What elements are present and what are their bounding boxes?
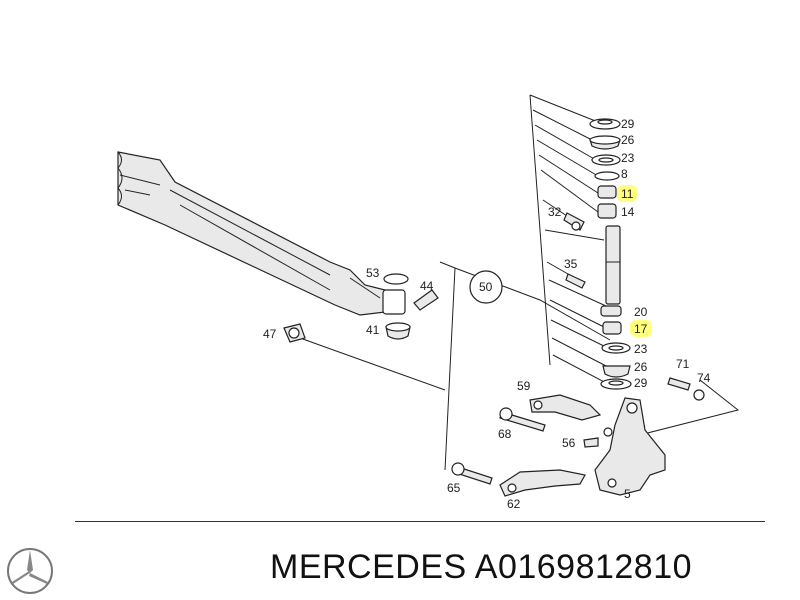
highlight-17 (630, 320, 652, 337)
callout-8: 8 (621, 167, 628, 181)
callout-44: 44 (420, 279, 434, 293)
callout-35: 35 (564, 257, 578, 271)
callout-59: 59 (517, 379, 531, 393)
callout-26a: 26 (621, 133, 635, 147)
king-pin-stack (589, 118, 632, 390)
callout-11: 11 (621, 187, 634, 201)
leader-frame (299, 94, 740, 471)
callout-53: 53 (366, 266, 380, 280)
callout-71: 71 (676, 357, 690, 371)
part-number-title: MERCEDES A0169812810 (270, 548, 693, 586)
callout-23b: 23 (634, 342, 648, 356)
callout-50: 50 (479, 280, 493, 294)
callout-14: 14 (621, 205, 635, 219)
steering-arms (451, 394, 602, 497)
callout-17: 17 (634, 322, 648, 336)
callout-65: 65 (447, 481, 461, 495)
callout-62: 62 (507, 497, 521, 511)
callout-23a: 23 (621, 151, 635, 165)
footer-divider (75, 521, 765, 522)
callout-74: 74 (697, 371, 711, 385)
small-fittings (283, 212, 705, 401)
callout-50-circle (469, 270, 503, 304)
callout-68: 68 (498, 427, 512, 441)
callout-5: 5 (624, 487, 631, 501)
callout-29b: 29 (634, 376, 648, 390)
mercedes-star-icon (7, 548, 53, 594)
callout-56: 56 (562, 436, 576, 450)
highlight-11 (617, 185, 637, 202)
callout-26b: 26 (634, 360, 648, 374)
callout-47: 47 (263, 327, 277, 341)
axle-beam (117, 151, 406, 316)
callout-41: 41 (366, 323, 380, 337)
callout-labels: 29 26 23 8 11 14 32 35 20 17 23 26 29 53… (263, 117, 711, 511)
callout-20: 20 (634, 305, 648, 319)
steering-knuckle (594, 397, 666, 496)
callout-29a: 29 (621, 117, 635, 131)
callout-32: 32 (548, 205, 562, 219)
